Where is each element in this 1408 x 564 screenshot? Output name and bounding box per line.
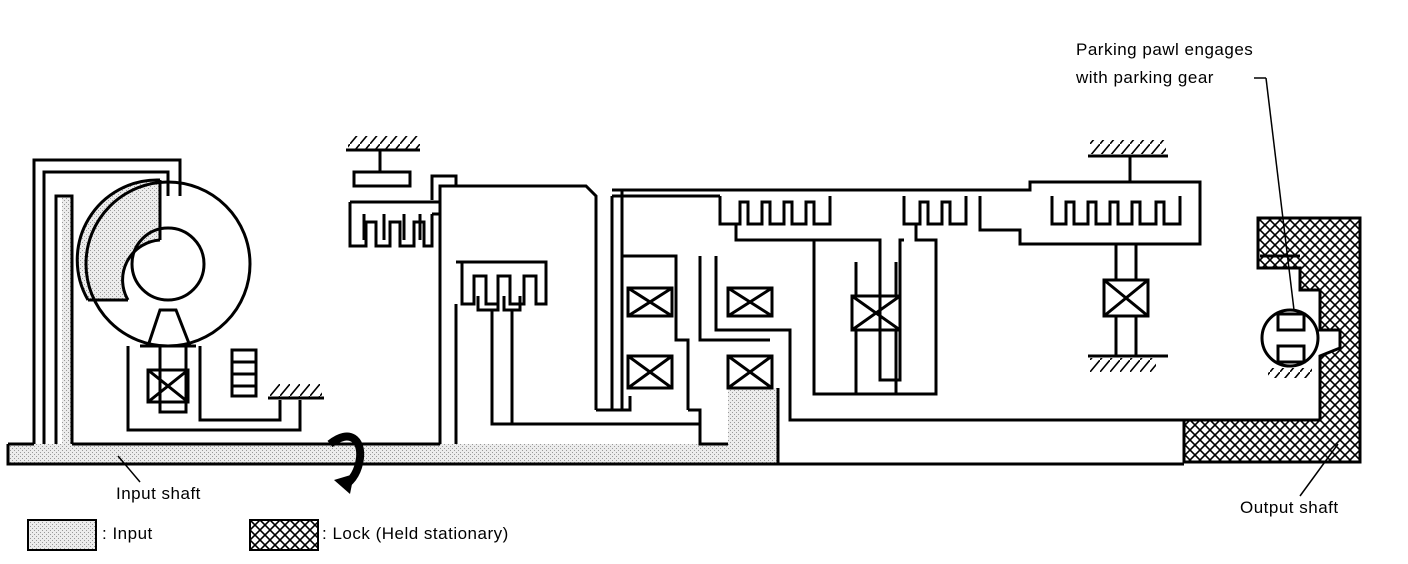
legend-input-swatch [27, 519, 97, 551]
input-shaft-leader [117, 455, 141, 483]
legend-input-label: : Input [102, 524, 153, 543]
ground-hatch-top [1090, 140, 1166, 154]
one-way-clutches [596, 190, 1320, 424]
ground-hatch-pawl [1268, 368, 1312, 378]
parking-pawl-label-line1: Parking pawl engages [1076, 40, 1254, 59]
legend-lock-swatch [249, 519, 319, 551]
rear-clutch [454, 260, 728, 446]
parking-pawl-label-line2: with parking gear [1076, 68, 1214, 87]
main-shaft [6, 184, 1184, 466]
legend-lock-label: : Lock (Held stationary) [322, 524, 509, 543]
front-clutch [346, 136, 598, 410]
output-shaft-locked [1182, 216, 1362, 464]
ground-hatch-converter [270, 384, 322, 398]
torque-converter [32, 158, 440, 446]
ground-hatch-bottom [1090, 358, 1156, 372]
input-shaft-shading [8, 179, 778, 464]
output-shaft-label: Output shaft [1240, 498, 1339, 517]
planetary-gearsets [612, 154, 1202, 396]
parking-gear [1260, 308, 1320, 368]
pawl-leader-line [1265, 77, 1295, 311]
rotation-arrow-icon [327, 432, 365, 494]
output-shaft-leader [1299, 443, 1339, 497]
input-shaft-label: Input shaft [116, 484, 201, 503]
